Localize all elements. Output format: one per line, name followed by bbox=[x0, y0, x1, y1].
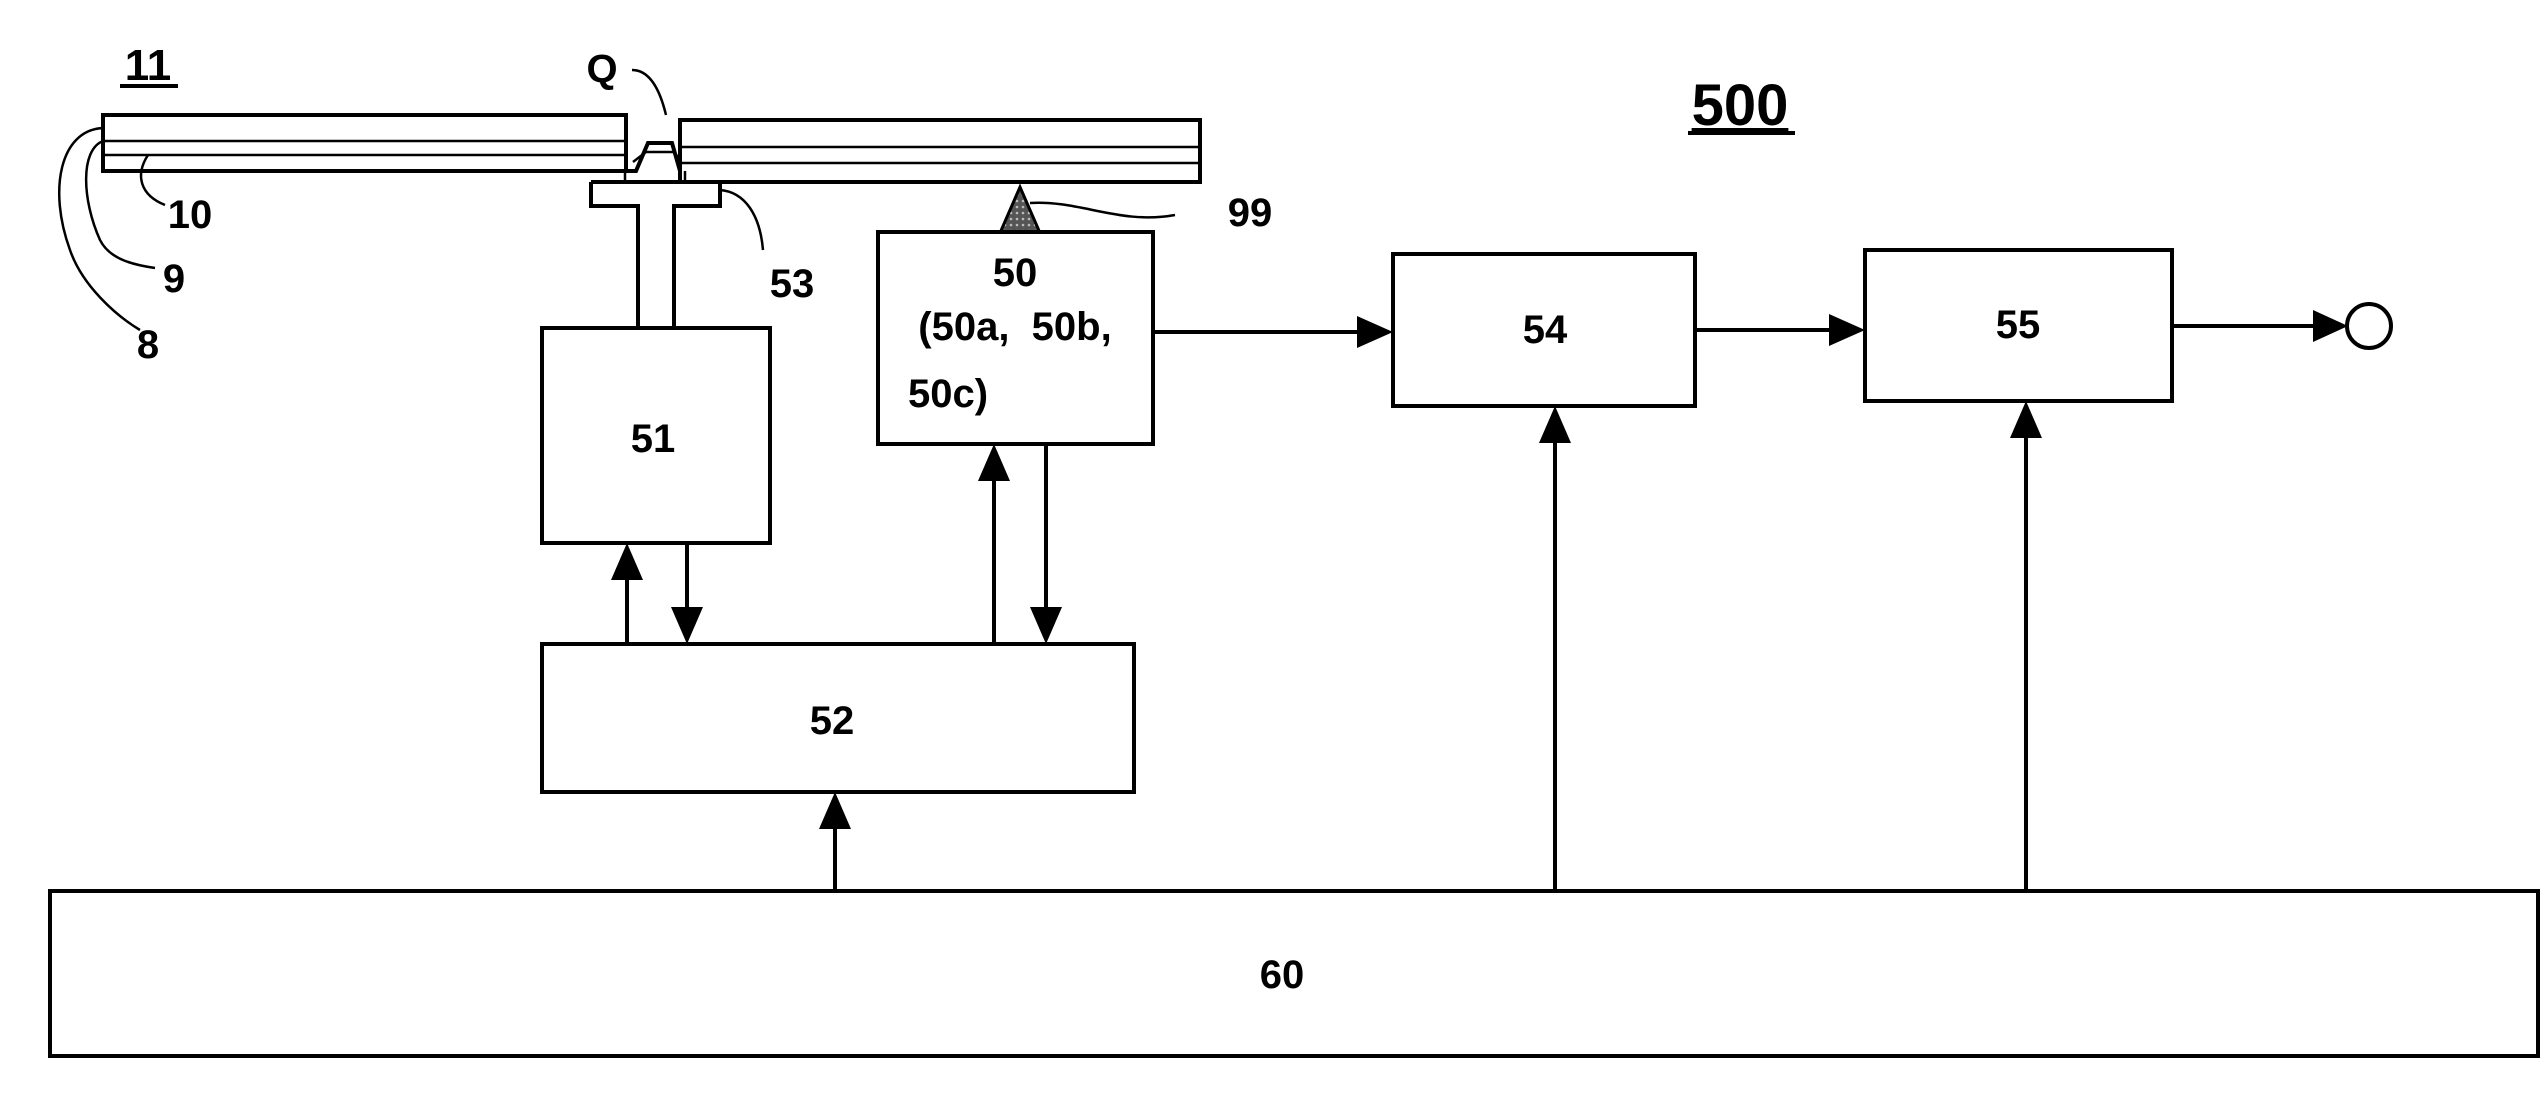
figure-number: 500 bbox=[1692, 73, 1789, 138]
arrow-52-to-51 bbox=[611, 543, 643, 580]
label-99: 99 bbox=[1228, 191, 1273, 235]
label-q: Q bbox=[586, 47, 617, 91]
label-9: 9 bbox=[163, 257, 185, 301]
label-53: 53 bbox=[770, 262, 815, 306]
arrow-50-to-54 bbox=[1357, 316, 1393, 348]
arrow-60-to-55 bbox=[2010, 401, 2042, 438]
panel-11 bbox=[103, 115, 1200, 182]
leader-99 bbox=[1030, 203, 1175, 218]
arrow-51-to-52 bbox=[671, 607, 703, 644]
block-50-sublabel-2: 50c) bbox=[908, 372, 988, 416]
arrow-55-to-output bbox=[2313, 310, 2348, 342]
leader-53 bbox=[720, 190, 763, 250]
block-50-sublabel-1: (50a, 50b, bbox=[918, 305, 1111, 349]
leader-q bbox=[632, 70, 666, 115]
holder-53 bbox=[591, 171, 720, 326]
block-50-label: 50 bbox=[993, 251, 1038, 295]
label-8: 8 bbox=[137, 323, 159, 367]
panel-right-segment bbox=[680, 120, 1200, 182]
arrow-60-to-52 bbox=[819, 792, 851, 829]
block-52-label: 52 bbox=[810, 699, 855, 743]
panel-label-11: 11 bbox=[125, 41, 172, 90]
label-10: 10 bbox=[168, 193, 213, 237]
arrow-52-to-50 bbox=[978, 444, 1010, 481]
output-terminal bbox=[2347, 304, 2391, 348]
arrow-50-to-52 bbox=[1030, 607, 1062, 644]
block-60-label: 60 bbox=[1260, 953, 1305, 997]
gap-q-bump bbox=[626, 143, 680, 171]
arrow-54-to-55 bbox=[1829, 314, 1865, 346]
block-55-label: 55 bbox=[1996, 303, 2041, 347]
sensor-99-marker bbox=[1000, 187, 1040, 233]
panel-left-segment bbox=[103, 115, 626, 171]
block-54-label: 54 bbox=[1523, 308, 1568, 352]
block-51-label: 51 bbox=[631, 417, 676, 461]
arrow-60-to-54 bbox=[1539, 406, 1571, 443]
